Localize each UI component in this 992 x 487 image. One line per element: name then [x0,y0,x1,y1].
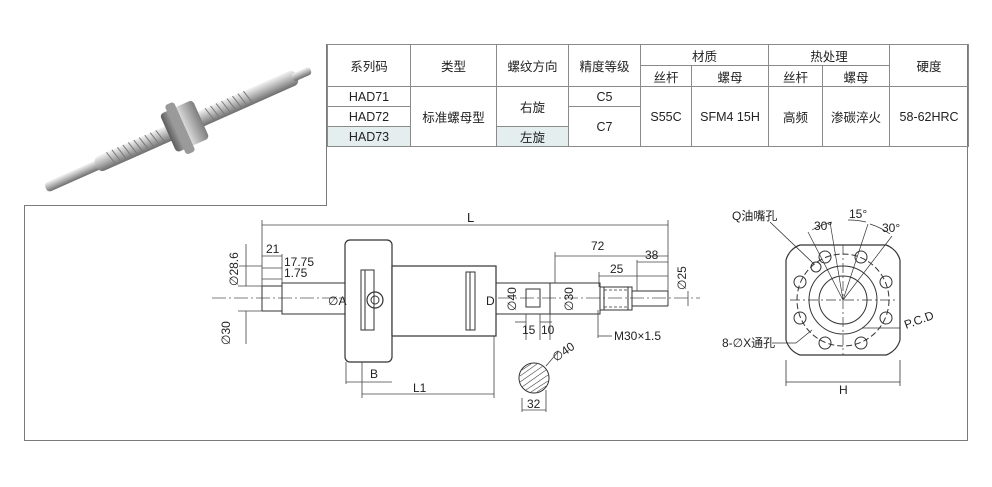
dim-25: 25 [610,262,624,276]
ball-screw-photo [44,67,312,192]
shaft-section [518,351,559,412]
header-type: 类型 [410,44,497,87]
nut-flange [344,239,393,363]
dim-L: L [467,210,474,225]
header-series: 系列码 [327,44,411,87]
angle-30-left: 30° [814,219,832,233]
dim-10: 10 [541,323,555,337]
dim-72: 72 [591,239,605,253]
header-thread: 螺纹方向 [496,44,569,87]
dim-1-75: 1.75 [284,266,308,280]
series-code: HAD73 [327,126,411,147]
dim-15: 15 [522,323,536,337]
label-through-holes: 8-∅X通孔 [722,336,775,350]
nut-body [391,265,497,337]
spec-table: 系列码 类型 螺纹方向 精度等级 材质 热处理 硬度 丝杆 螺母 丝杆 螺母 H… [327,44,970,147]
key-slot [525,288,541,308]
flange-end-view [769,219,901,386]
series-code: HAD72 [327,106,411,127]
dim-dia-A: ∅A [328,294,346,308]
label-pcd: P.C.D [902,308,936,332]
grade-c7: C7 [568,106,641,147]
angle-15: 15° [849,207,867,221]
dim-m30: M30×1.5 [614,329,661,343]
product-photo [24,44,327,206]
dim-L1: L1 [413,381,427,395]
angle-30-right: 30° [882,221,900,235]
section-dia-40: ∅40 [550,339,578,364]
dim-dia-30-left: ∅30 [219,321,233,345]
dim-H: H [839,383,848,397]
label-oil-hole: Q油嘴孔 [732,209,777,223]
header-material-nut: 螺母 [690,65,770,87]
dim-dia-40: ∅40 [505,287,519,311]
thread-left: 左旋 [496,126,569,147]
dim-17-75: 17.75 [284,255,314,269]
section-32: 32 [527,397,541,411]
dim-B: B [370,367,378,381]
dim-21: 21 [266,242,280,256]
dim-D: D [486,294,495,308]
dim-dia-30: ∅30 [562,287,576,311]
screw-heat: 高频 [768,86,824,147]
dim-dia-25: ∅25 [675,266,689,290]
header-hardness: 硬度 [889,44,970,87]
dim-38: 38 [645,248,659,262]
dim-dia-28-6: ∅28.6 [227,252,241,286]
nut-material: SFM4 15H [690,86,770,147]
screw-shaft-outline [261,282,669,315]
nut-heat: 渗碳淬火 [822,86,891,147]
hardness-value: 58-62HRC [889,86,970,147]
